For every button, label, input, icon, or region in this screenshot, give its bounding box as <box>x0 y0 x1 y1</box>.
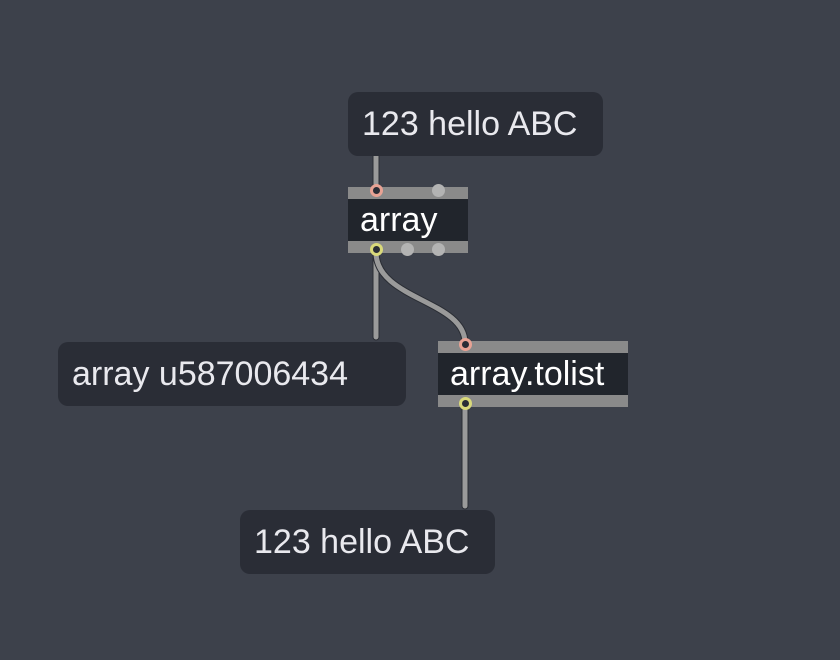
message-box-output-text: 123 hello ABC <box>254 523 470 561</box>
array-outlet-left[interactable] <box>370 243 383 256</box>
tolist-inlet-left[interactable] <box>459 338 472 351</box>
message-box-input-text: 123 hello ABC <box>362 105 578 143</box>
tolist-outlet-left[interactable] <box>459 397 472 410</box>
array-outlet-right[interactable] <box>432 243 445 256</box>
object-box-array-tolist-text: array.tolist <box>450 355 605 393</box>
message-box-array-output-text: array u587006434 <box>72 355 349 393</box>
object-box-array-text: array <box>360 201 438 239</box>
object-box-array-tolist[interactable]: array.tolist <box>438 341 628 407</box>
cable-array-to-tolist <box>373 249 468 346</box>
message-box-array-output[interactable]: array u587006434 <box>58 342 406 406</box>
array-inlet-right[interactable] <box>432 184 445 197</box>
array-outlet-middle[interactable] <box>401 243 414 256</box>
array-inlet-left[interactable] <box>370 184 383 197</box>
message-box-input[interactable]: 123 hello ABC <box>348 92 603 156</box>
message-box-output[interactable]: 123 hello ABC <box>240 510 495 574</box>
